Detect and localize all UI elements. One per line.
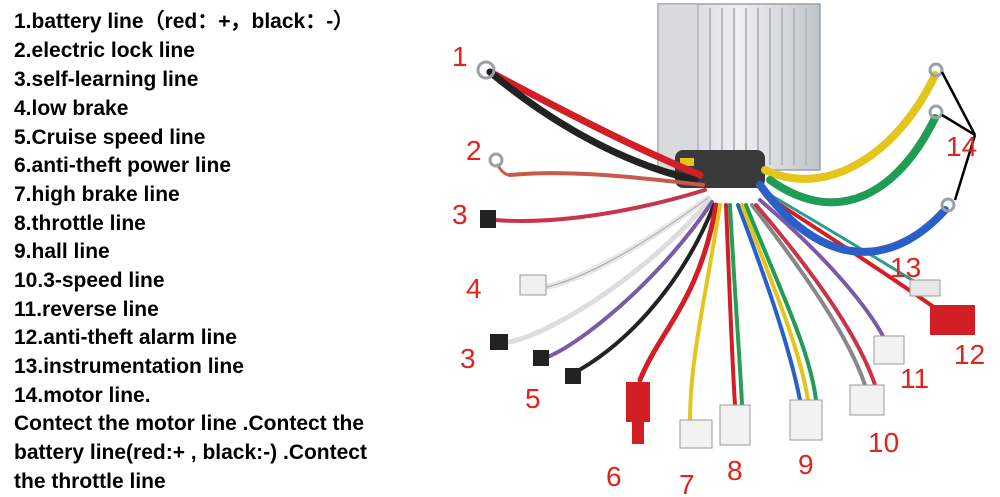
callout-1: 1	[452, 41, 468, 72]
callout-3-lower: 3	[460, 343, 476, 374]
legend-line-throttle: 8.throttle line	[14, 212, 146, 235]
legend-panel: 1.battery line（red：+，black：-） 2.electric…	[0, 0, 425, 497]
callout-6: 6	[606, 461, 622, 492]
legend-line-hall: 9.hall line	[14, 240, 110, 263]
callout-3-upper: 3	[452, 199, 468, 230]
wire-bundle	[486, 68, 949, 422]
legend-line-reverse: 11.reverse line	[14, 298, 159, 321]
callout-2: 2	[466, 135, 482, 166]
controller-box	[657, 3, 821, 188]
legend-line-anti-theft-alarm: 12.anti-theft alarm line	[14, 326, 237, 349]
callout-10: 10	[868, 427, 899, 458]
legend-line-low-brake: 4.low brake	[14, 97, 129, 120]
legend-line-electric-lock: 2.electric lock line	[14, 39, 195, 62]
legend-line-motor: 14.motor line.	[14, 384, 151, 407]
legend-line-instrumentation: 13.instrumentation line	[14, 355, 244, 378]
callout-4: 4	[466, 273, 482, 304]
callout-5: 5	[525, 383, 541, 414]
callout-9: 9	[798, 449, 814, 480]
callout-7: 7	[679, 469, 695, 497]
callout-labels: 1 2 3 4 3 5 6 7 8 9 10 11 12 13 14	[452, 41, 985, 497]
legend-line-3-speed: 10.3-speed line	[14, 269, 165, 292]
connectors	[476, 60, 975, 449]
callout-11: 11	[900, 363, 929, 394]
callout-14: 14	[946, 131, 977, 162]
legend-instruction-line-1: Contect the motor line .Contect the	[14, 412, 365, 435]
callout-12: 12	[954, 339, 985, 370]
callout-8: 8	[727, 455, 743, 486]
legend-line-self-learning: 3.self-learning line	[14, 68, 199, 91]
motor-arrows	[940, 71, 977, 201]
callout-13: 13	[890, 252, 921, 283]
legend-instruction-line-2: battery line(red:+ , black:-) .Contect	[14, 441, 367, 464]
legend-line-anti-theft-power: 6.anti-theft power line	[14, 154, 232, 177]
legend-line-battery: 1.battery line（red：+，black：-）	[14, 10, 355, 33]
legend-line-cruise-speed: 5.Cruise speed line	[14, 126, 206, 149]
legend-instruction-line-3: the throttle line	[14, 470, 166, 493]
legend-line-high-brake: 7.high brake line	[14, 183, 180, 206]
